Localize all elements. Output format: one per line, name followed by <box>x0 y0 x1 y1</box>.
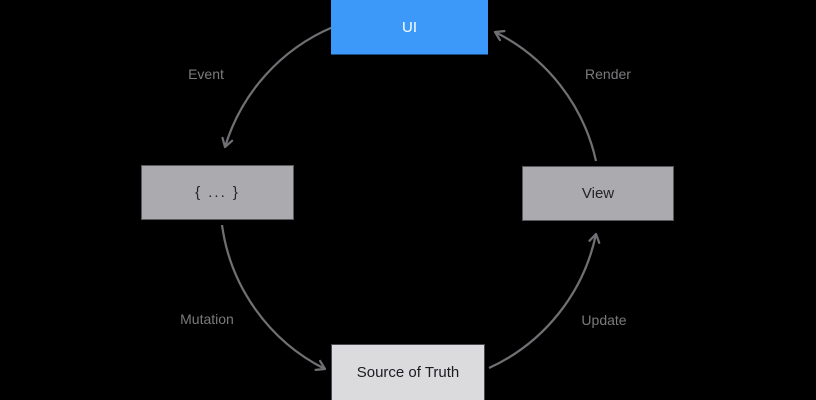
event-arrow <box>221 25 334 149</box>
update-arrow <box>488 232 601 370</box>
node-view: View <box>522 166 674 221</box>
node-ui: UI <box>331 0 488 55</box>
node-view-label: View <box>581 185 615 202</box>
node-source-of-truth: Source of Truth <box>331 344 485 400</box>
node-state-object-label: { ... } <box>195 184 240 201</box>
edge-label-mutation: Mutation <box>180 311 234 327</box>
mutation-arrow <box>220 224 327 372</box>
edge-label-update: Update <box>581 312 627 328</box>
node-source-of-truth-label: Source of Truth <box>356 364 460 381</box>
edge-label-event: Event <box>188 66 224 82</box>
node-ui-label: UI <box>402 18 417 36</box>
node-state-object: { ... } <box>141 165 294 220</box>
render-arrow <box>493 29 598 162</box>
edge-label-render: Render <box>585 66 631 82</box>
